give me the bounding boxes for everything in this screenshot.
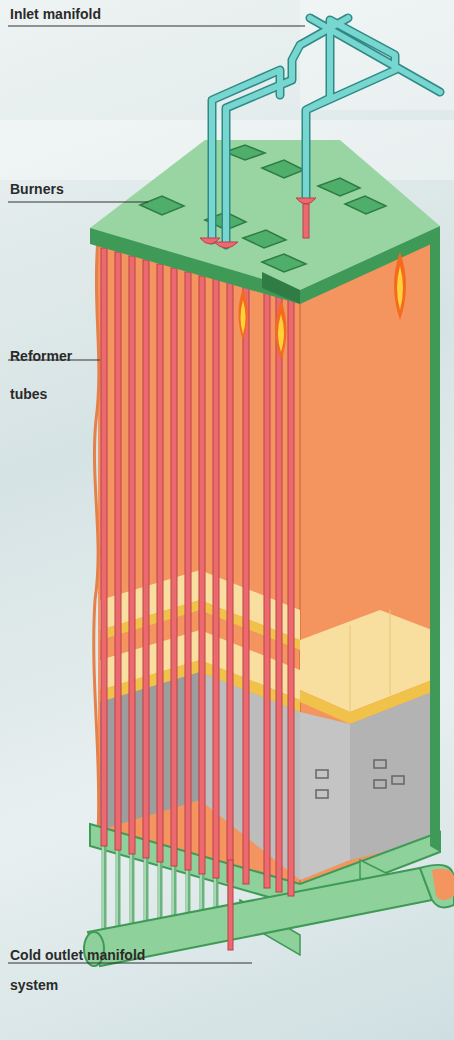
part-label: Reformer tubes [10, 337, 95, 413]
part-label: Cold outlet manifold system [10, 940, 150, 1000]
part-label: Burners [10, 181, 130, 197]
leader-line [8, 26, 305, 963]
inlet-pigtail [200, 198, 316, 248]
reformer-tube [228, 860, 233, 950]
part-label: Inlet manifold [10, 6, 210, 22]
cutaway-edge [94, 240, 99, 832]
burner [140, 145, 386, 272]
furnace-interior [98, 238, 432, 892]
furnace-wall [430, 232, 440, 852]
furnace-roof [90, 140, 440, 304]
reformer-tubes [101, 248, 294, 896]
inlet-manifold [212, 18, 440, 245]
burner-flame [239, 252, 407, 360]
